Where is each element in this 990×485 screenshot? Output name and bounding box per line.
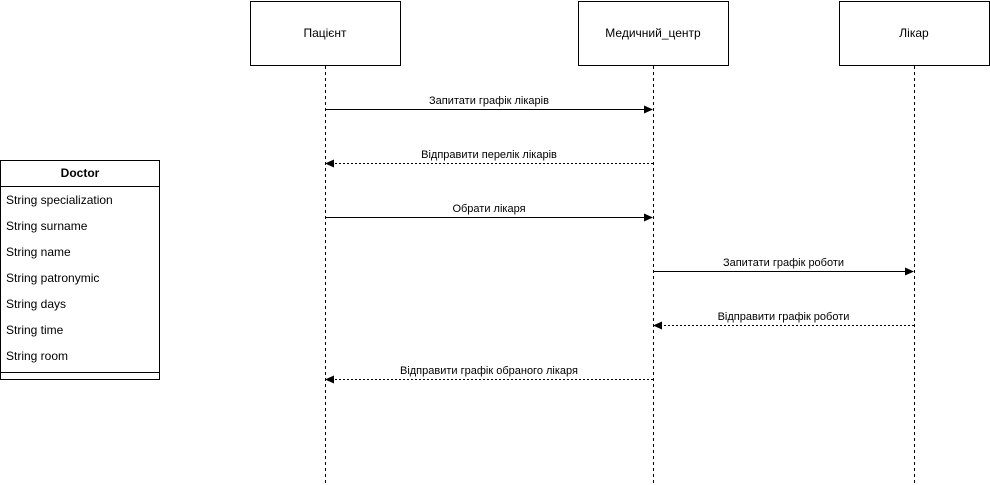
class-attribute: String name (6, 245, 71, 259)
actor-box (250, 1, 401, 66)
class-attribute: String patronymic (6, 271, 100, 285)
class-methods-divider (1, 372, 159, 379)
actor-label: Медичний_центр (605, 26, 701, 40)
actor-doctor: Лікар (839, 1, 990, 484)
message-5: Відправити графік роботи (653, 311, 914, 330)
actor-label: Пацієнт (303, 26, 347, 40)
message-6: Відправити графік обраного лікаря (325, 365, 653, 384)
class-attribute: String time (6, 323, 64, 337)
actor-patient: Пацієнт (250, 1, 401, 484)
class-title: Doctor (1, 161, 159, 187)
message-label: Відправити графік обраного лікаря (400, 365, 578, 377)
message-label: Обрати лікаря (452, 203, 525, 215)
message-2: Відправити перелік лікарів (325, 149, 653, 168)
actor-label: Лікар (899, 26, 929, 40)
message-4: Запитати графік роботи (653, 257, 914, 276)
actor-box (839, 1, 990, 66)
message-label: Запитати графік лікарів (429, 95, 549, 107)
class-attribute: String specialization (6, 193, 113, 207)
class-attribute: String surname (6, 219, 88, 233)
class-attribute: String days (6, 297, 67, 311)
class-attribute-list: String specialization String surname Str… (1, 187, 159, 369)
doctor-class-box: Doctor String specialization String surn… (0, 160, 160, 380)
message-label: Відправити графік роботи (718, 311, 850, 323)
message-1: Запитати графік лікарів (325, 95, 653, 114)
message-label: Відправити перелік лікарів (421, 149, 557, 161)
message-3: Обрати лікаря (325, 203, 653, 222)
actor-box (578, 1, 729, 66)
class-attribute: String room (6, 349, 69, 363)
actor-center: Медичний_центр (578, 1, 729, 484)
message-label: Запитати графік роботи (723, 257, 844, 269)
